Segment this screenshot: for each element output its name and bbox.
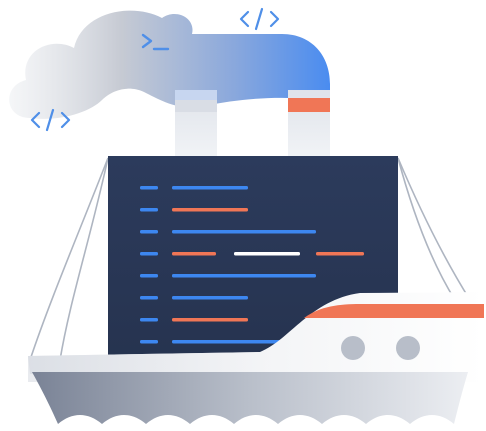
ship-hull (28, 292, 484, 424)
code-line-markers (140, 186, 158, 344)
rigging-ropes (29, 157, 471, 361)
porthole (396, 336, 420, 360)
terminal-prompt-icon (141, 33, 170, 51)
smokestack-left (175, 90, 217, 160)
smoke-cloud (9, 10, 330, 119)
code-lines (172, 186, 364, 344)
code-tag-icon (239, 7, 280, 31)
code-tag-icon (30, 108, 71, 132)
smokestack-right (288, 90, 330, 160)
porthole (341, 336, 365, 360)
